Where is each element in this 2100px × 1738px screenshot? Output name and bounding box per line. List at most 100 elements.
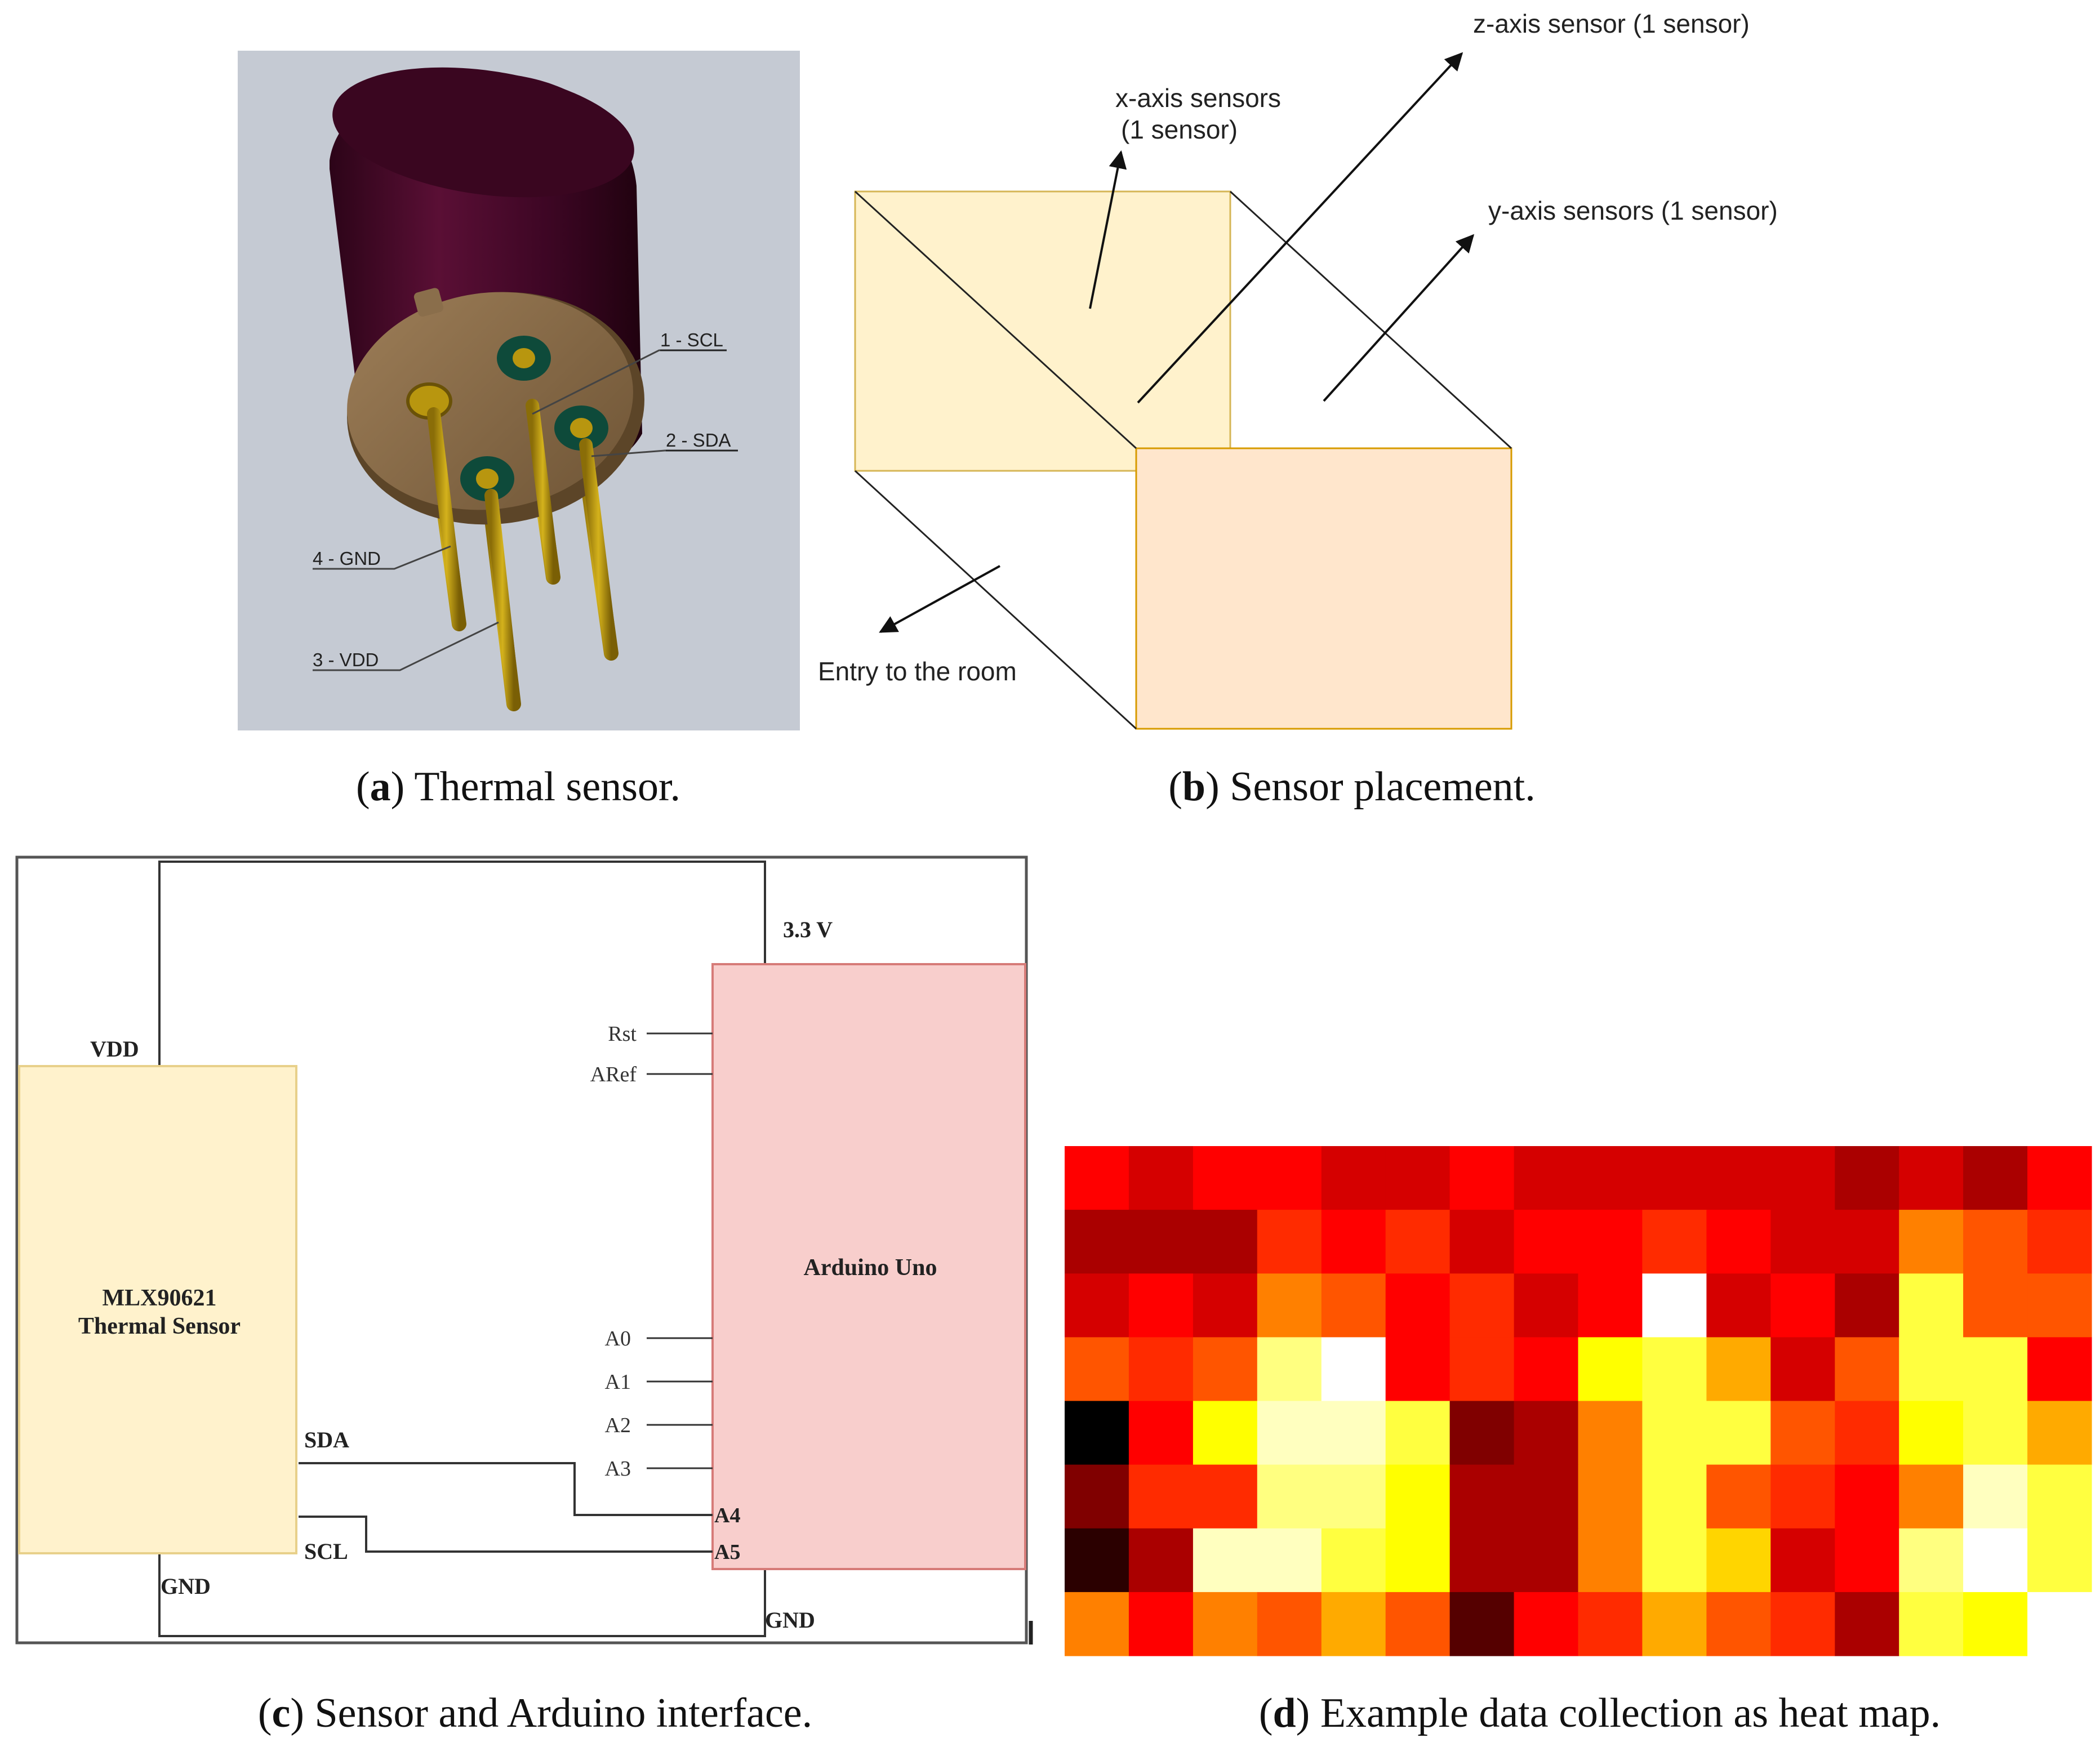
- heatmap-cell: [1835, 1464, 1899, 1529]
- heatmap-cell: [1514, 1210, 1579, 1274]
- heatmap-cell: [1193, 1146, 1258, 1210]
- heatmap-cell: [1321, 1146, 1386, 1210]
- a2-label: A2: [605, 1414, 631, 1437]
- sda-wire: [299, 1462, 713, 1516]
- heatmap-cell: [1193, 1337, 1258, 1402]
- caption-a: (a) Thermal sensor.: [355, 764, 681, 810]
- heatmap-cell: [1128, 1337, 1194, 1402]
- heatmap-cell: [1770, 1592, 1835, 1656]
- gnd-right-label: GND: [765, 1607, 815, 1633]
- room-wall-peach: [1135, 447, 1512, 730]
- heatmap-cell: [1257, 1146, 1322, 1210]
- pin-label-sda: 2 - SDA: [666, 430, 731, 451]
- caption-d-text: Example data collection as heat map.: [1320, 1690, 1941, 1736]
- v33-label: 3.3 V: [783, 917, 833, 942]
- heatmap-cell: [1770, 1464, 1835, 1529]
- caption-c: (c) Sensor and Arduino interface.: [257, 1690, 813, 1736]
- heatmap-cell: [1835, 1210, 1899, 1274]
- heatmap-cell: [1963, 1592, 2028, 1656]
- heatmap-cell: [1578, 1528, 1643, 1593]
- aref-label: ARef: [590, 1063, 637, 1086]
- heatmap-cell: [1065, 1273, 1129, 1338]
- heatmap-cell: [1193, 1401, 1258, 1465]
- pin-label-gnd: 4 - GND: [313, 548, 381, 569]
- heatmap-cell: [1899, 1146, 1964, 1210]
- y-axis-arrow: [1323, 234, 1475, 402]
- caption-b-letter: b: [1182, 764, 1206, 810]
- y-axis-label: y-axis sensors (1 sensor): [1488, 196, 1778, 225]
- heatmap-cell: [1128, 1592, 1194, 1656]
- heatmap-cell: [1385, 1592, 1451, 1656]
- heatmap-cell: [1449, 1337, 1515, 1402]
- heatmap-cell: [1514, 1273, 1579, 1338]
- heatmap-cell: [1706, 1401, 1771, 1465]
- heatmap-cell: [1835, 1592, 1899, 1656]
- heatmap-cell: [1835, 1273, 1899, 1338]
- heatmap-cell: [1706, 1528, 1771, 1593]
- heatmap-cell: [1706, 1273, 1771, 1338]
- heatmap-cell: [1963, 1146, 2028, 1210]
- sensor-base: [347, 288, 644, 525]
- pin-label-vdd: 3 - VDD: [313, 649, 379, 670]
- heatmap-cell: [1128, 1146, 1194, 1210]
- heatmap-cell: [1514, 1146, 1579, 1210]
- panel-c-interface: MLX90621 Thermal Sensor Arduino Uno 3.3 …: [15, 855, 1033, 1645]
- heatmap-cell: [1065, 1528, 1129, 1593]
- arduino-box: [711, 963, 1026, 1570]
- heatmap-cell: [1065, 1337, 1129, 1402]
- heatmap-cell: [1963, 1464, 2028, 1529]
- heatmap-cell: [1128, 1401, 1194, 1465]
- heatmap-cell: [1770, 1401, 1835, 1465]
- a3-label: A3: [605, 1457, 631, 1481]
- heatmap-cell: [2027, 1146, 2092, 1210]
- z-axis-label: z-axis sensor (1 sensor): [1473, 9, 1750, 38]
- panel-b-sensor-placement: z-axis sensor (1 sensor) x-axis sensors …: [818, 9, 1778, 730]
- heatmap-cell: [2027, 1401, 2092, 1465]
- heatmap-cell: [1065, 1146, 1129, 1210]
- heatmap-cell: [1449, 1464, 1515, 1529]
- x-axis-label-line1: x-axis sensors: [1115, 83, 1281, 113]
- caption-b-text: Sensor placement.: [1230, 764, 1536, 810]
- heatmap-cell: [1514, 1464, 1579, 1529]
- z-axis-arrow: [1137, 52, 1463, 404]
- heatmap-cell: [1706, 1210, 1771, 1274]
- heatmap-cell: [1578, 1210, 1643, 1274]
- heatmap-cell: [1257, 1273, 1322, 1338]
- caption-d: (d) Example data collection as heat map.: [1258, 1690, 1941, 1736]
- heatmap-cell: [1899, 1210, 1964, 1274]
- heatmap-cell: [1578, 1273, 1643, 1338]
- heatmap-cell: [1835, 1528, 1899, 1593]
- heatmap-cell: [1128, 1464, 1194, 1529]
- heatmap-cell: [1770, 1528, 1835, 1593]
- axis-arrows: [879, 52, 1475, 633]
- heatmap-cell: [1449, 1273, 1515, 1338]
- heatmap-cell: [1321, 1528, 1386, 1593]
- heatmap-cell: [1449, 1592, 1515, 1656]
- caption-b: (b) Sensor placement.: [1168, 764, 1536, 810]
- heatmap-cell: [1642, 1401, 1707, 1465]
- mlx-label-line1: MLX90621: [103, 1285, 217, 1311]
- heatmap-cell: [2027, 1273, 2092, 1338]
- entry-label: Entry to the room: [818, 657, 1017, 686]
- heatmap-cell: [1193, 1528, 1258, 1593]
- panel-d-heatmap: [1065, 1146, 2092, 1656]
- heatmap-cell: [1578, 1401, 1643, 1465]
- heatmap-cell: [1514, 1337, 1579, 1402]
- heatmap-cell: [1385, 1146, 1451, 1210]
- heatmap-cell: [1963, 1210, 2028, 1274]
- room-wall-yellow: [854, 190, 1231, 472]
- caption-c-letter: c: [272, 1690, 291, 1736]
- heatmap-cell: [1449, 1210, 1515, 1274]
- heatmap-cell: [1257, 1592, 1322, 1656]
- arduino-label: Arduino Uno: [804, 1255, 937, 1281]
- sda-label: SDA: [304, 1427, 349, 1452]
- heatmap-cell: [1514, 1592, 1579, 1656]
- heatmap-cell: [1514, 1528, 1579, 1593]
- heatmap-cell: [1193, 1592, 1258, 1656]
- heatmap-cell: [1578, 1464, 1643, 1529]
- heatmap-cell: [1321, 1210, 1386, 1274]
- heatmap-cell: [1385, 1464, 1451, 1529]
- heatmap-cell: [1257, 1464, 1322, 1529]
